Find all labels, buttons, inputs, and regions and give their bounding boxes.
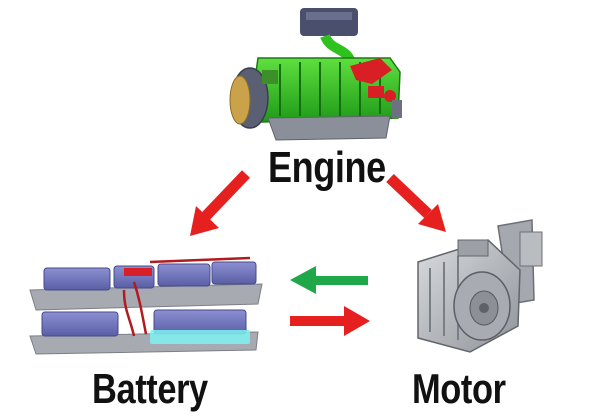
battery-cell-upper-1: [43, 267, 111, 291]
engine-red-manifold: [350, 58, 392, 84]
battery-cell-lower-1: [41, 311, 119, 337]
engine-red-part: [368, 86, 384, 98]
engine-flywheel: [229, 75, 251, 125]
arrow-engine-to-battery-head: [190, 206, 219, 236]
arrow-engine-to-motor-head: [418, 204, 446, 232]
engine-icon: [229, 8, 402, 141]
motor-bracket-plate: [519, 231, 543, 267]
arrow-motor-to-battery: [290, 266, 368, 294]
motor-label: Motor: [412, 365, 506, 412]
battery-connector: [124, 268, 152, 276]
arrow-battery-to-motor-shaft: [290, 316, 346, 326]
engine-label: Engine: [268, 143, 386, 192]
battery-cell-upper-3: [157, 263, 211, 287]
arrow-engine-to-motor: [386, 174, 446, 232]
engine-top-cover-detail: [306, 12, 352, 20]
battery-cyan-strip: [150, 330, 250, 344]
arrow-battery-to-motor-head: [344, 306, 370, 336]
arrow-engine-to-motor-shaft: [386, 174, 432, 218]
motor-terminal-box: [457, 239, 489, 257]
engine-intake-pipe: [320, 33, 355, 63]
battery-pack-icon: [29, 256, 263, 355]
battery-label: Battery: [92, 365, 208, 412]
engine-detail-1: [262, 70, 278, 84]
arrow-engine-to-battery-shaft: [200, 170, 250, 222]
arrow-motor-to-battery-head: [290, 266, 316, 294]
engine-crankcase: [267, 115, 391, 141]
arrow-motor-to-battery-shaft: [312, 276, 368, 285]
arrow-engine-to-battery: [190, 170, 250, 236]
engine-detail-2: [392, 100, 402, 118]
arrow-battery-to-motor: [290, 306, 370, 336]
electric-motor-icon: [417, 219, 543, 353]
battery-wiring: [122, 256, 251, 337]
motor-shaft: [479, 303, 489, 313]
battery-cell-upper-4: [211, 261, 257, 285]
engine-red-fitting: [384, 90, 396, 102]
